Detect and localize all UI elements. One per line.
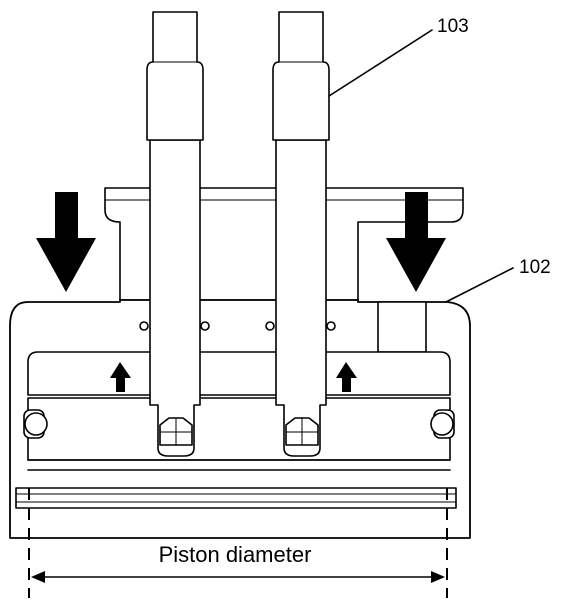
- dim-arrow-left: [31, 571, 45, 583]
- left-pressure-arrow: [110, 362, 131, 392]
- leader-102: [445, 267, 514, 303]
- left-oring: [24, 412, 48, 436]
- right-pressure-arrow: [336, 362, 357, 392]
- right-bolt: [265, 11, 336, 457]
- label-102: 102: [519, 257, 551, 278]
- side-port: [377, 301, 427, 353]
- right-force-arrow: [386, 192, 446, 292]
- left-bolt: [139, 11, 210, 457]
- label-piston-diameter: Piston diameter: [159, 542, 312, 567]
- piston-block: [27, 397, 451, 461]
- leader-103: [328, 29, 433, 97]
- dim-arrow-right: [431, 571, 445, 583]
- label-103: 103: [437, 16, 469, 37]
- right-oring: [430, 412, 454, 436]
- lower-band: [15, 487, 457, 509]
- inner-chamber: [27, 351, 451, 396]
- left-force-arrow: [36, 192, 96, 292]
